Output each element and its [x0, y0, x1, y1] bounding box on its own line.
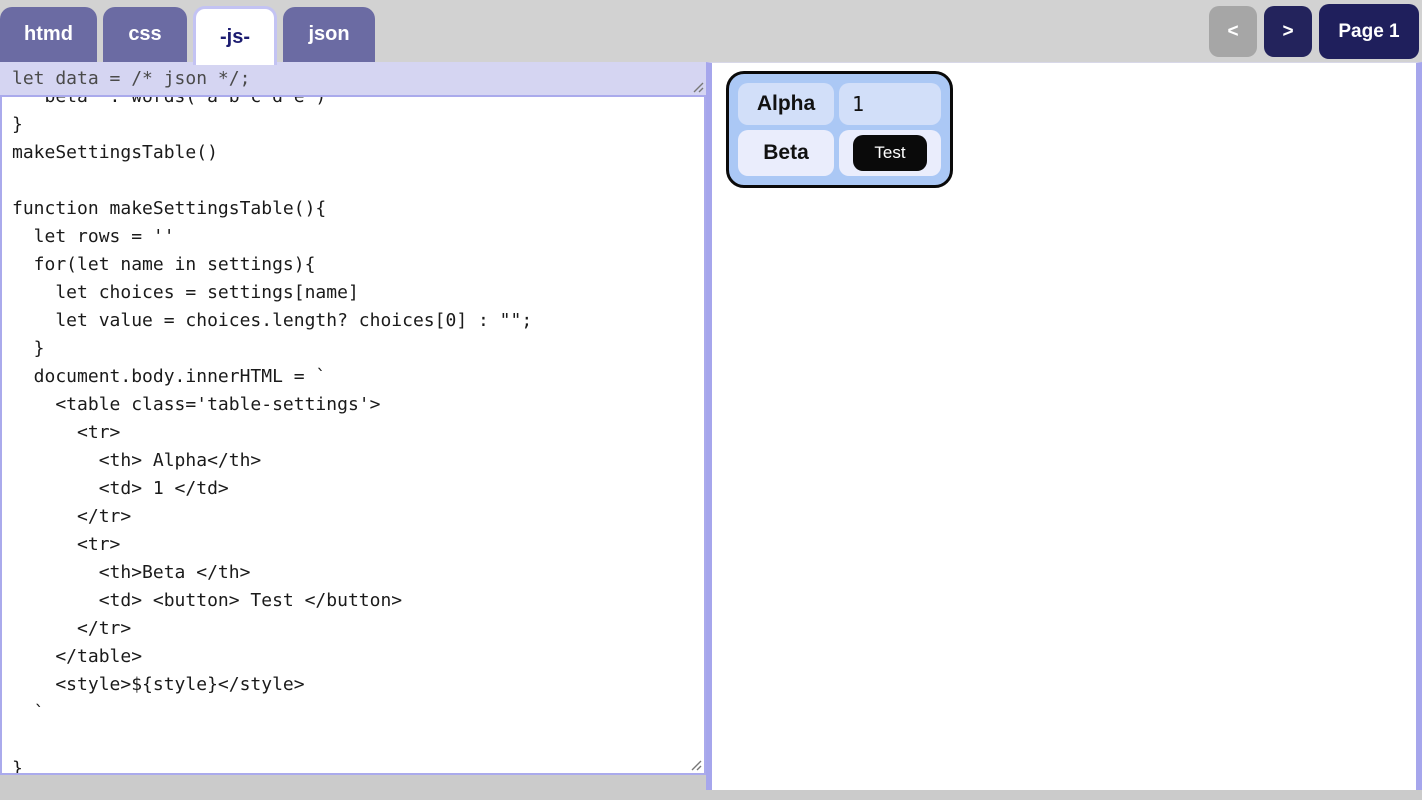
tab-json[interactable]: json	[283, 7, 375, 62]
preview-pane: Alpha 1 Beta Test	[706, 62, 1422, 790]
tab-js[interactable]: -js-	[193, 6, 277, 65]
settings-table-grid: Alpha 1 Beta Test	[738, 83, 941, 176]
tab-css[interactable]: css	[103, 7, 187, 62]
page-indicator-button[interactable]: Page 1	[1319, 4, 1419, 59]
settings-row-value: 1	[839, 83, 941, 125]
editor-tabs: htmd css -js- json	[0, 6, 375, 65]
test-button[interactable]: Test	[853, 135, 927, 171]
tab-bar: htmd css -js- json < > Page 1	[0, 0, 1422, 65]
settings-row-header: Beta	[738, 130, 834, 176]
js-code-textarea[interactable]: 'beta' : words('a b c d e') } makeSettin…	[0, 95, 706, 775]
js-code-text: 'beta' : words('a b c d e') } makeSettin…	[12, 95, 533, 775]
resize-grip-icon[interactable]	[692, 81, 704, 93]
resize-grip-icon[interactable]	[690, 759, 702, 771]
next-page-button[interactable]: >	[1264, 6, 1312, 57]
settings-row-header: Alpha	[738, 83, 834, 125]
prev-page-button[interactable]: <	[1209, 6, 1257, 57]
settings-table: Alpha 1 Beta Test	[726, 71, 953, 188]
tab-htmd[interactable]: htmd	[0, 7, 97, 62]
data-header-textarea[interactable]: let data = /* json */;	[0, 62, 706, 95]
settings-row-value: Test	[839, 130, 941, 176]
data-header-text: let data = /* json */;	[12, 68, 251, 89]
page-navigation: < > Page 1	[1209, 4, 1419, 59]
